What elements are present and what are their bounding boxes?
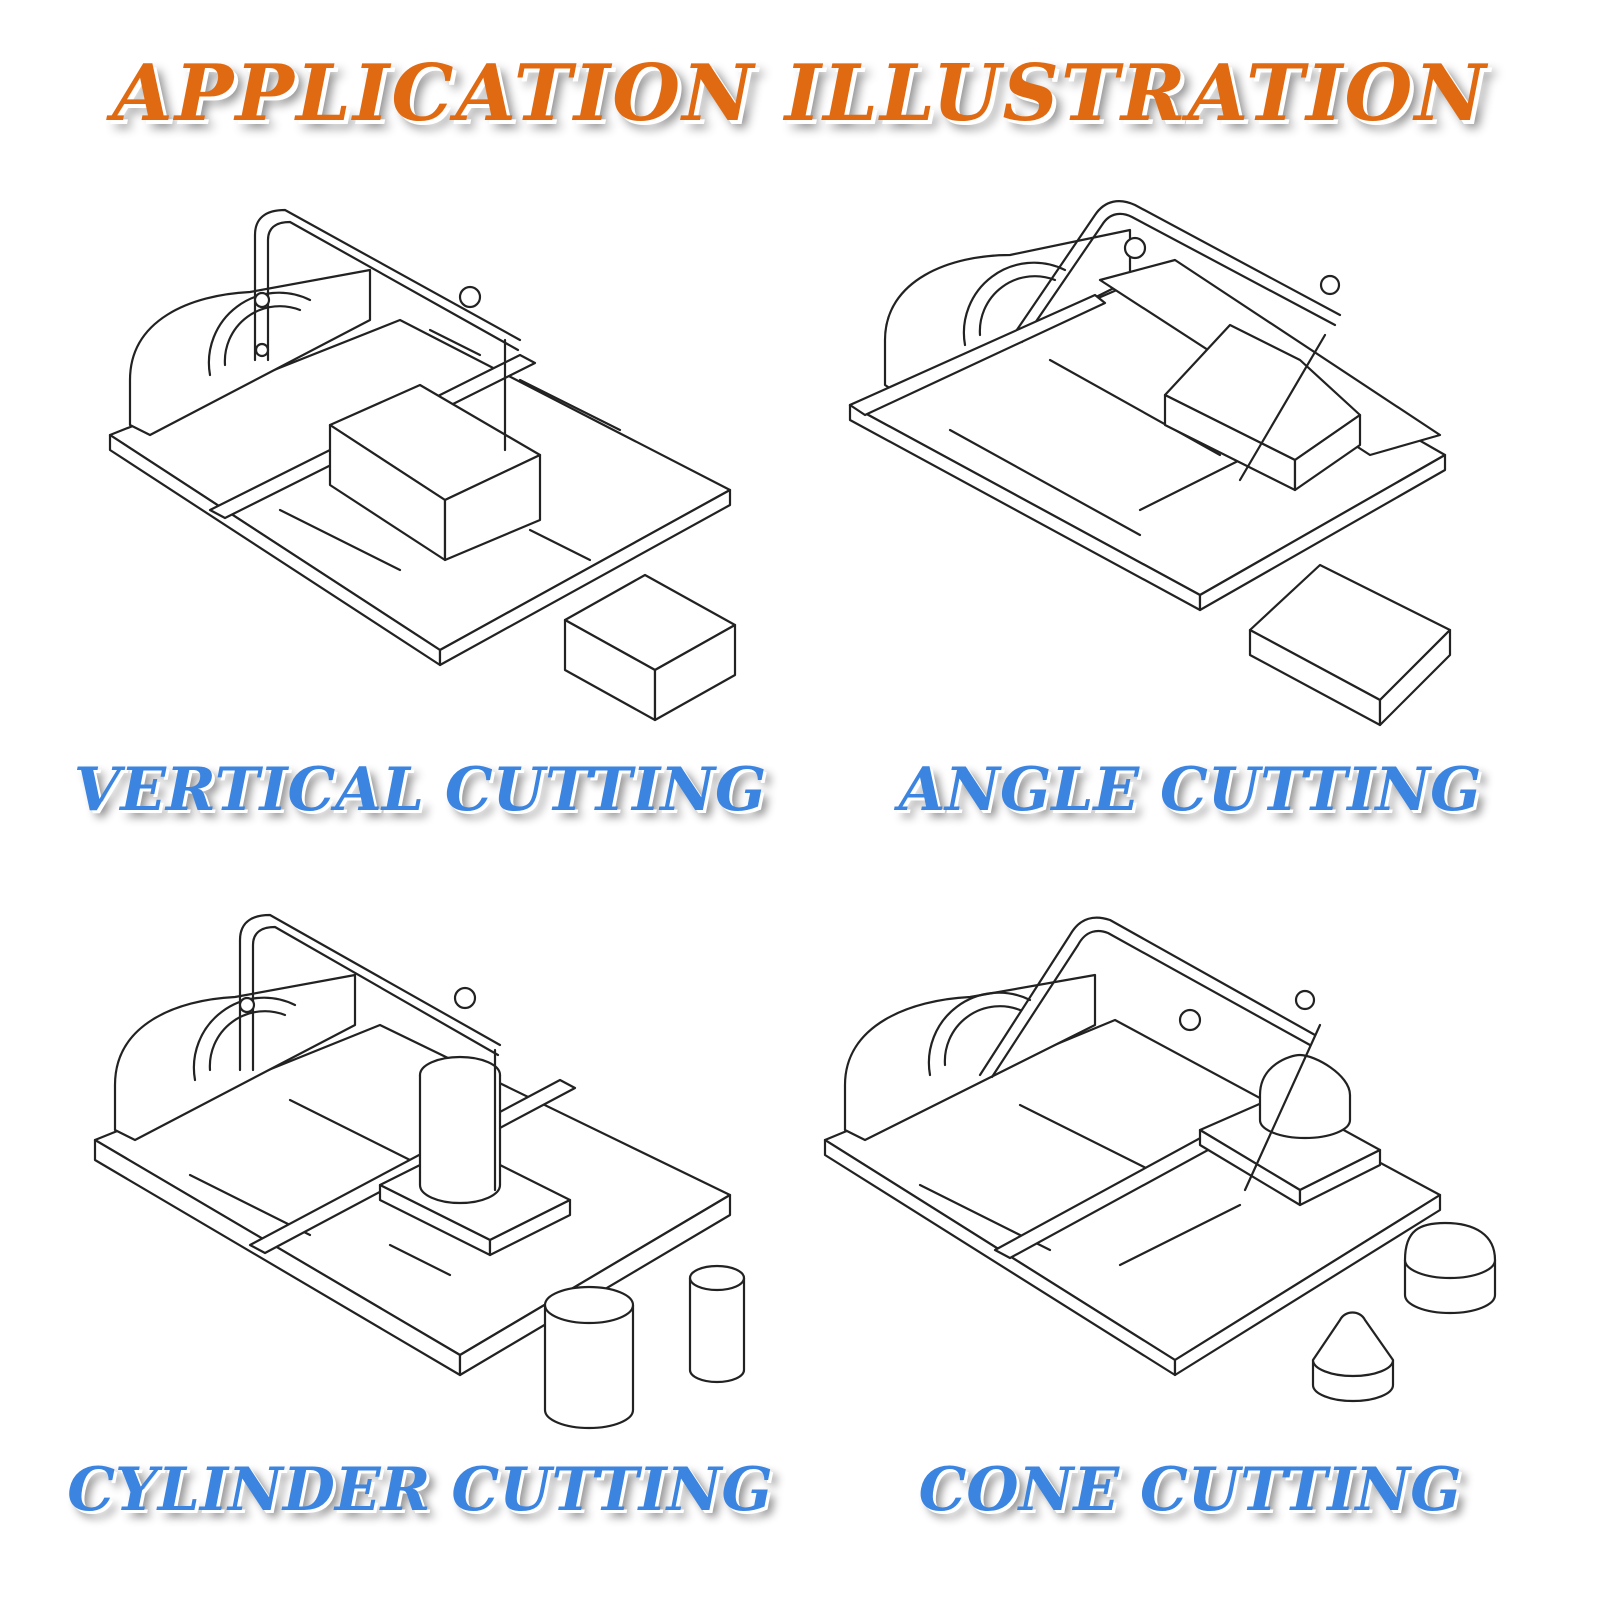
result-bevelled-block [1248,563,1452,727]
back-fence-wall [883,228,1132,397]
foam-block [1163,323,1362,492]
result-cone-base [1403,1221,1497,1315]
caption-cone-cutting: CONE CUTTING [918,1455,1462,1525]
back-fence-wall [128,268,372,437]
ruler-scale [278,328,622,572]
cone-cutting-diagram [823,916,1497,1403]
result-cylinder-large [543,1285,635,1430]
turntable-platform [1198,1093,1382,1207]
angle-protractor [207,291,312,377]
angle-protractor [192,996,297,1082]
wire-arm [978,916,1317,1079]
angle-protractor [962,261,1067,347]
cutter-base-plate [848,278,1447,612]
foam-block [328,338,542,562]
caption-cylinder-cutting: CYLINDER CUTTING [67,1455,773,1525]
angle-cutting-diagram [848,200,1452,727]
result-cone-tip [1311,1311,1395,1403]
caption-vertical-cutting: VERTICAL CUTTING [73,755,767,825]
wire-arm [1008,200,1342,344]
wire-arm [253,208,522,362]
angle-protractor [927,991,1032,1077]
cylinder-cutting-diagram [93,913,746,1430]
back-fence-wall [113,973,357,1142]
wire-arm [238,913,502,1072]
foam-cylinder [418,1048,502,1205]
result-cylinder-small [688,1264,746,1384]
foam-cone [1243,1023,1352,1192]
result-rectangular-block [563,573,737,722]
caption-angle-cutting: ANGLE CUTTING [898,755,1482,825]
page-title: APPLICATION ILLUSTRATION [112,48,1488,139]
vertical-cutting-diagram [108,208,737,722]
